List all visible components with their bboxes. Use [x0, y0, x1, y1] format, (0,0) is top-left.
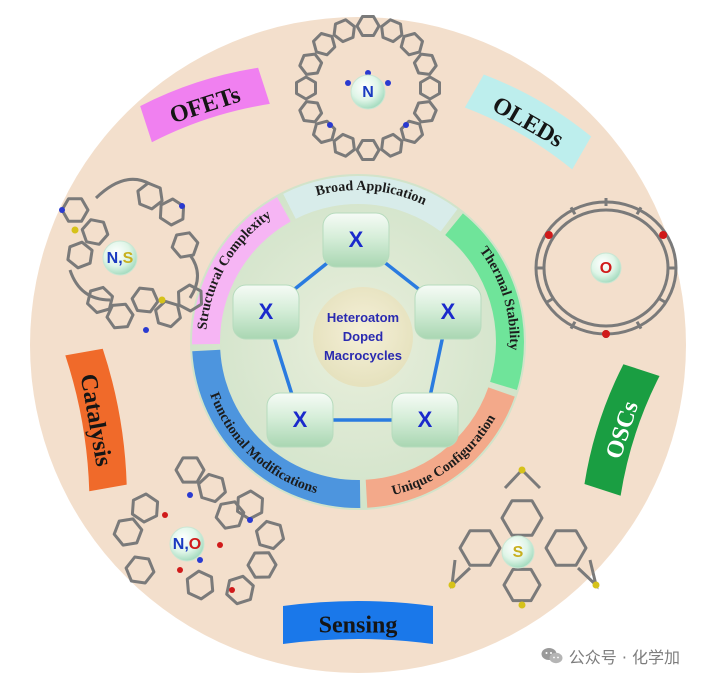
application-label: Sensing [319, 613, 398, 639]
x-node: X [414, 284, 482, 340]
heteroatom-label: N,S [107, 250, 134, 267]
watermark: 公众号 · 化学加 [541, 644, 680, 668]
ring-segment [445, 213, 524, 390]
heteroatom-label: O [600, 260, 612, 277]
wechat-icon [541, 647, 563, 665]
heteroatom-label: S [513, 544, 524, 561]
center-circle [313, 287, 413, 387]
application-banner: OSCs [584, 364, 660, 496]
molecule-ns-macrocycle: N,S [59, 177, 203, 333]
x-node-label: X [293, 407, 308, 432]
heteroatom-label: N [362, 84, 374, 101]
x-node-label: X [418, 407, 433, 432]
ring-segment [192, 349, 361, 509]
molecule-n-macrocycle: N [295, 15, 441, 161]
application-banner: Sensing [283, 601, 433, 644]
x-node: X [266, 392, 334, 448]
x-node-label: X [441, 299, 456, 324]
x-node: X [322, 212, 390, 268]
x-node: X [232, 284, 300, 340]
center-line-2: Doped [343, 329, 384, 344]
pentagon-network: X X X X X [232, 212, 482, 448]
molecule-no-macrocycle: N,O [112, 456, 285, 606]
ring-segment [365, 387, 515, 508]
ring-segment [191, 197, 291, 345]
x-node: X [391, 392, 459, 448]
molecule-o-macrocycle: O [534, 198, 678, 338]
center-line-3: Macrocycles [324, 348, 402, 363]
center-line-1: Heteroatom [327, 310, 399, 325]
x-node-label: X [259, 299, 274, 324]
molecule-sketches: N O S N,O N,S [59, 15, 678, 609]
watermark-text: 公众号 · 化学加 [568, 648, 680, 667]
molecule-s-thiophene: S [448, 466, 600, 609]
ring-segment [283, 175, 458, 232]
x-node-label: X [349, 227, 364, 252]
heteroatom-label: N,O [173, 536, 201, 553]
